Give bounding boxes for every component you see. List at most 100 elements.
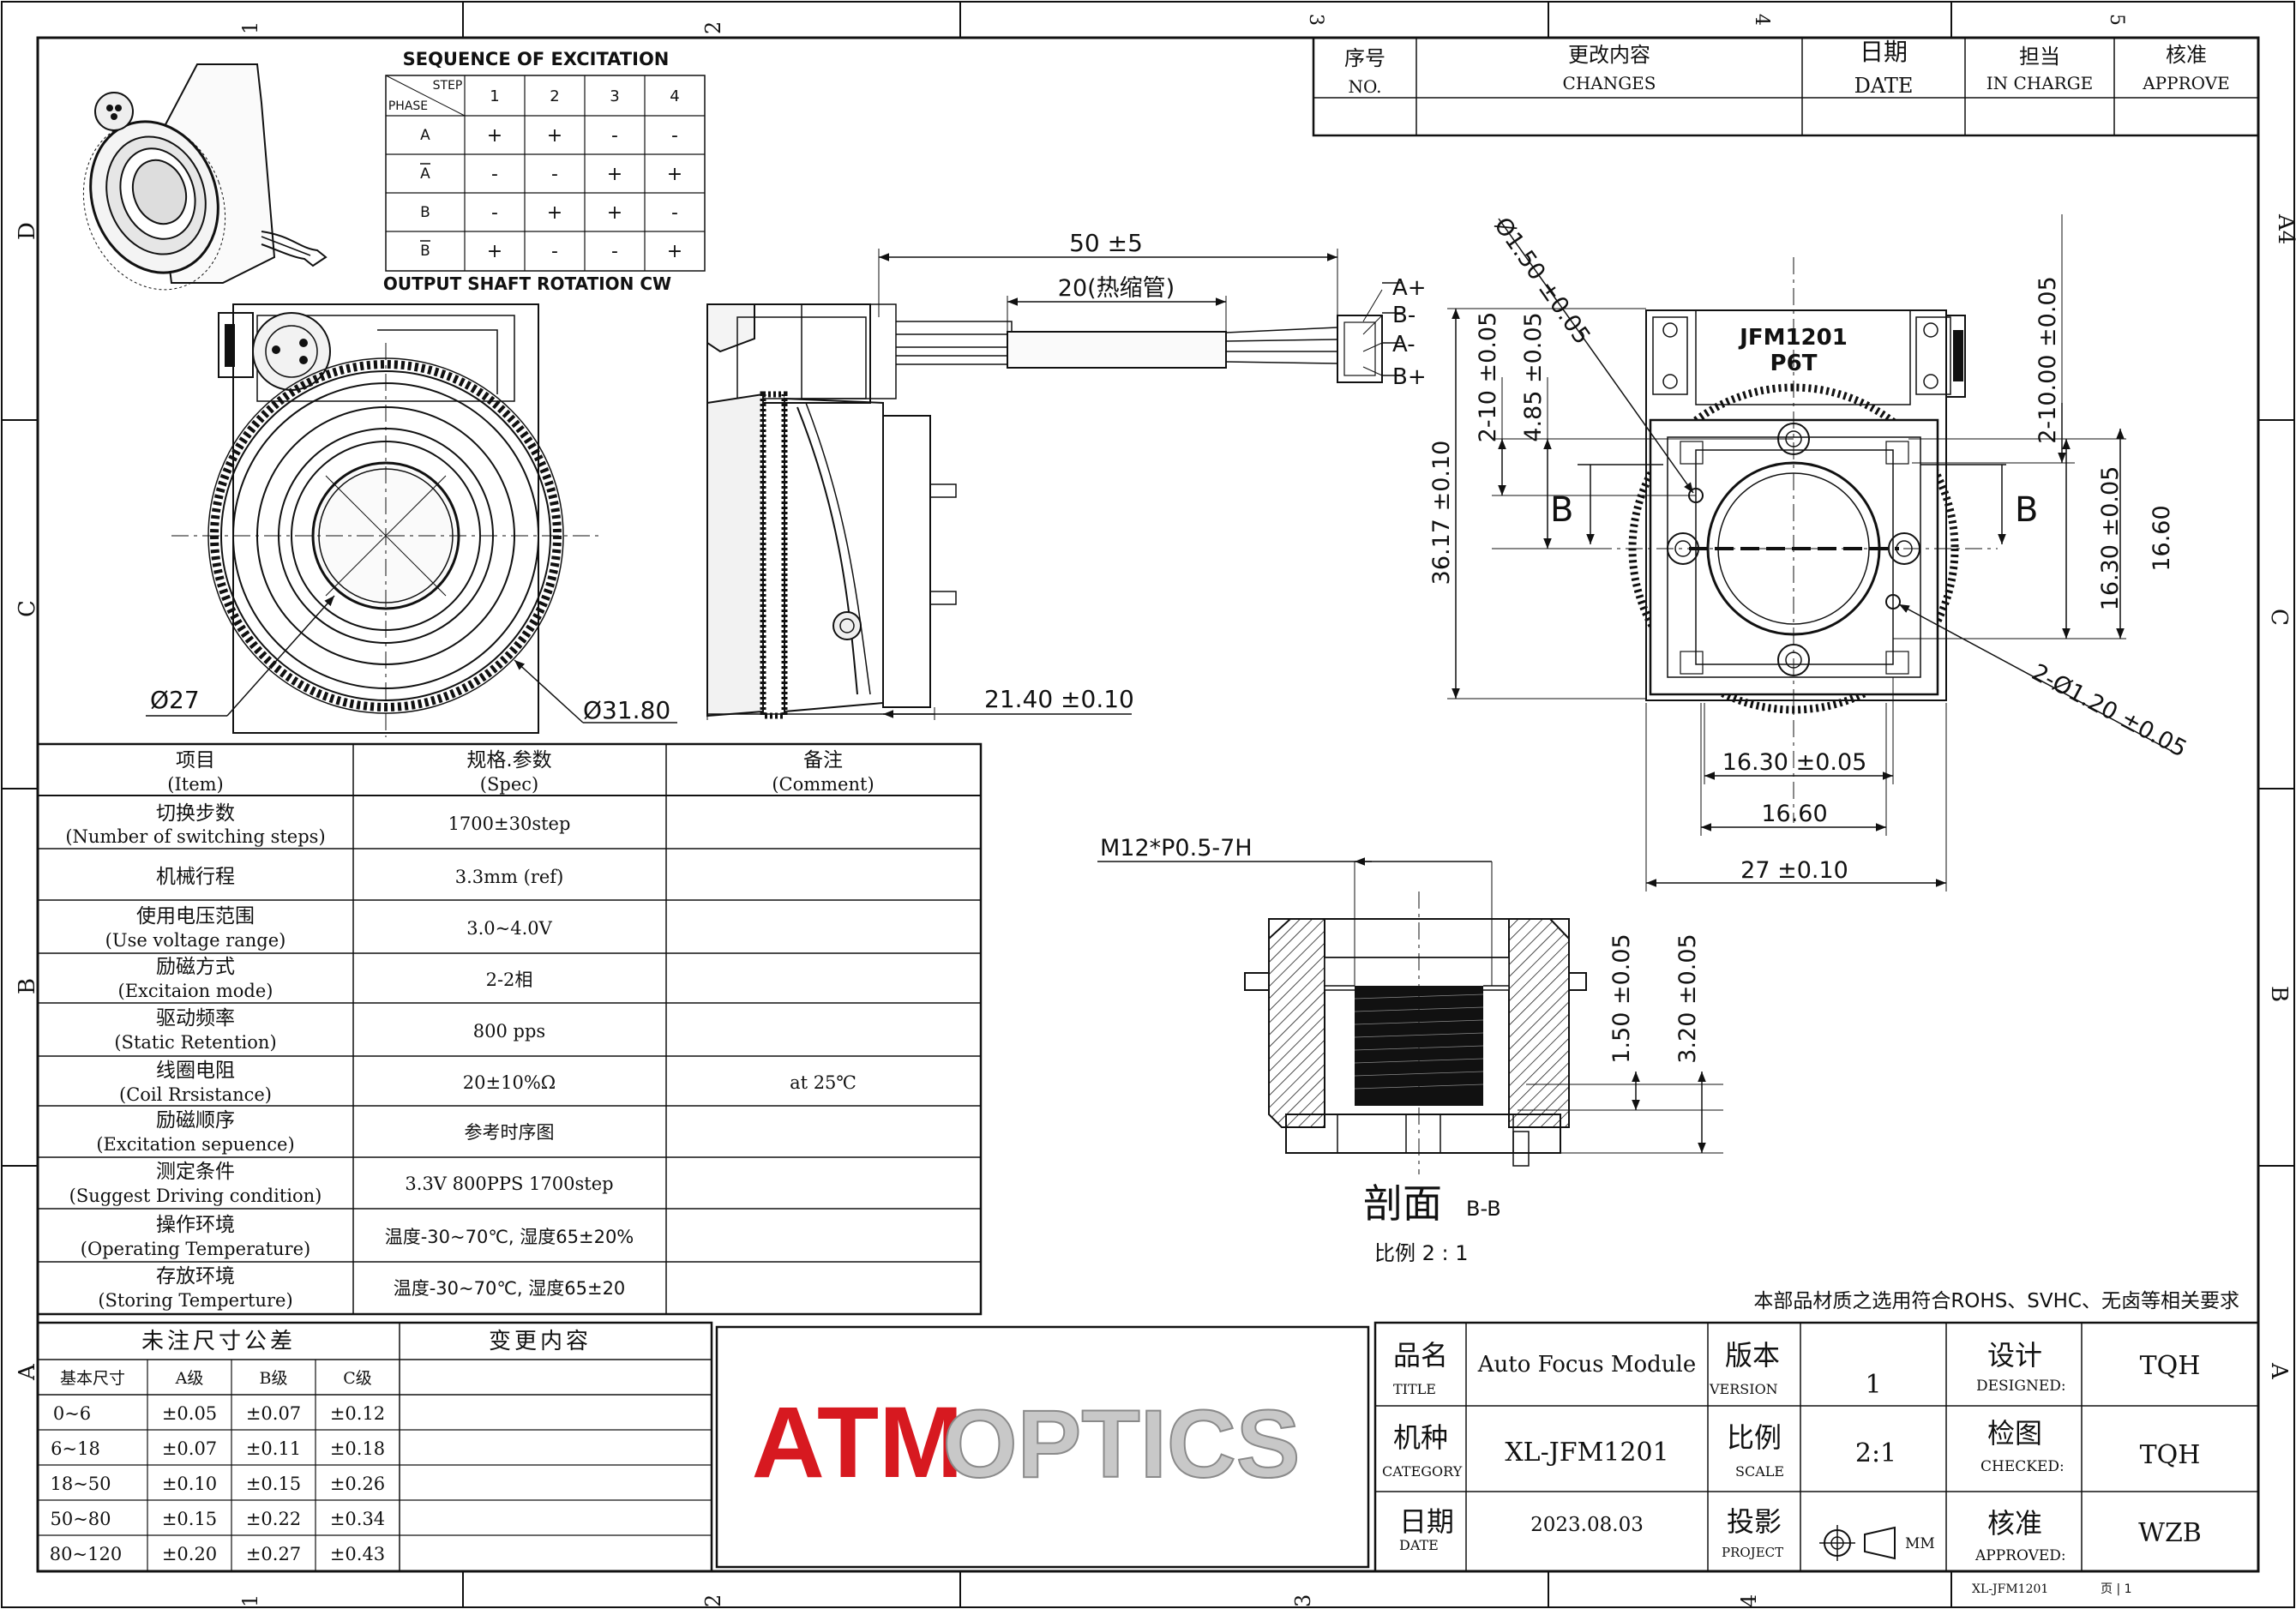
phase-a: A xyxy=(420,127,430,144)
col-mark-4-bottom: 4 xyxy=(1737,1594,1761,1607)
dim-len50: 50 ±5 xyxy=(1069,229,1143,257)
tol-cell: ±0.18 xyxy=(330,1438,385,1459)
tb-footer-code: XL-JFM1201 xyxy=(1972,1582,2048,1596)
tol-cell: ±0.07 xyxy=(246,1403,301,1424)
spec-row-value: 2-2相 xyxy=(486,970,533,990)
excitation-table: SEQUENCE OF EXCITATION STEP PHASE 1 2 3 … xyxy=(383,49,706,294)
spec-row-value: 3.0~4.0V xyxy=(466,918,552,939)
pin-b-plus: B+ xyxy=(1392,364,1427,390)
tol-cell: ±0.10 xyxy=(162,1474,217,1494)
row-mark-c-right: C xyxy=(2266,609,2292,626)
spec-row-item: 存放环境 xyxy=(156,1265,235,1288)
corner-step: STEP xyxy=(433,79,463,93)
spec-row-item: 使用电压范围 xyxy=(136,905,255,928)
row-mark-a: A xyxy=(15,1363,40,1381)
step-3: 3 xyxy=(610,87,619,105)
section-title: 剖面 xyxy=(1363,1180,1442,1227)
spec-header-comment: 备注 xyxy=(803,749,843,771)
tol-cell: ±0.34 xyxy=(330,1509,385,1529)
tb-checked-zh: 检图 xyxy=(1987,1417,2042,1450)
tb-date-value: 2023.08.03 xyxy=(1530,1514,1644,1536)
col-mark-5: 5 xyxy=(2106,14,2127,26)
rev-header-date-en: DATE xyxy=(1854,74,1914,98)
seq-cell: - xyxy=(611,241,618,262)
spec-row-item-en: (Storing Temperture) xyxy=(98,1290,292,1311)
tol-header-b: B级 xyxy=(260,1369,288,1388)
logo-optics: OPTICS xyxy=(943,1390,1301,1498)
seq-cell: - xyxy=(491,164,498,185)
seq-cell: + xyxy=(667,241,682,262)
tb-version-value: 1 xyxy=(1865,1370,1881,1400)
row-mark-c: C xyxy=(15,600,40,617)
tb-approved-en: APPROVED: xyxy=(1974,1547,2066,1564)
changes-title: 变更内容 xyxy=(489,1329,592,1354)
tb-date-en: DATE xyxy=(1399,1537,1439,1553)
tolerance-title: 未注尺寸公差 xyxy=(141,1329,296,1354)
spec-row-item-en: (Operating Temperature) xyxy=(81,1239,310,1259)
tol-cell: 0~6 xyxy=(53,1403,91,1424)
tb-designed-value: TQH xyxy=(2140,1351,2201,1381)
tol-cell: ±0.05 xyxy=(162,1403,217,1424)
spec-row-value: 温度-30~70℃, 湿度65±20 xyxy=(394,1278,626,1299)
isometric-product-view xyxy=(82,63,328,291)
excitation-title: SEQUENCE OF EXCITATION xyxy=(403,49,670,69)
rev-header-charge: 担当 xyxy=(2019,45,2060,69)
phase-b: B xyxy=(420,204,430,221)
tol-cell: ±0.12 xyxy=(330,1403,385,1424)
tb-checked-en: CHECKED: xyxy=(1980,1458,2065,1475)
tb-category-en: CATEGORY xyxy=(1382,1463,1463,1480)
tol-cell: 50~80 xyxy=(50,1509,111,1529)
tolerance-table: 未注尺寸公差 变更内容 基本尺寸 A级 B级 C级 0~6 ±0.05 ±0.0… xyxy=(36,1321,713,1573)
dim-v3617: 36.17 ±0.10 xyxy=(1428,441,1455,585)
tb-scale-en: SCALE xyxy=(1735,1463,1784,1480)
title-block: 本部品材质之选用符合ROHS、SVHC、无卤等相关要求 品名 TITLE Aut… xyxy=(1373,1290,2260,1596)
seq-cell: - xyxy=(671,202,678,224)
dim-v1000: 2-10.00 ±0.05 xyxy=(2035,276,2061,444)
pin-b-minus: B- xyxy=(1392,303,1415,328)
spec-row-item-en: (Use voltage range) xyxy=(105,930,286,951)
col-mark-1-bottom: 1 xyxy=(238,1594,262,1607)
row-mark-a-right: A xyxy=(2266,1362,2292,1380)
spec-header-item-en: (Item) xyxy=(167,774,223,795)
spec-table: 项目 (Item) 规格.参数 (Spec) 备注 (Comment) 切换步数… xyxy=(36,742,983,1316)
tb-project-unit: MM xyxy=(1905,1535,1935,1552)
step-4: 4 xyxy=(670,87,679,105)
section-v320: 3.20 ±0.05 xyxy=(1674,934,1701,1063)
tol-cell: 6~18 xyxy=(51,1438,100,1459)
rev-header-charge-en: IN CHARGE xyxy=(1986,73,2094,93)
seq-cell: + xyxy=(607,164,622,185)
spec-row-item-en: (Suggest Driving condition) xyxy=(69,1186,322,1206)
tol-cell: ±0.20 xyxy=(162,1544,217,1564)
seq-cell: - xyxy=(491,202,498,224)
tol-header-a: A级 xyxy=(175,1369,204,1388)
revision-table: 序号 NO. 更改内容 CHANGES 日期 DATE 担当 IN CHARGE… xyxy=(1312,36,2260,137)
spec-row-item-en: (Static Retention) xyxy=(114,1032,276,1053)
tb-title-en: TITLE xyxy=(1393,1381,1436,1397)
dim-heat: 20(热缩管) xyxy=(1058,275,1175,302)
part-marking-1: JFM1201 xyxy=(1738,325,1848,351)
spec-row-item: 测定条件 xyxy=(156,1161,235,1183)
tb-version-en: VERSION xyxy=(1709,1381,1778,1397)
section-mark-b-left: B xyxy=(1550,490,1573,530)
spec-row-value: 1700±30step xyxy=(448,814,571,834)
col-mark-1: 1 xyxy=(238,21,262,34)
spec-row-item-en: (Excitaion mode) xyxy=(118,981,273,1001)
spec-row-value: 温度-30~70℃, 湿度65±20% xyxy=(385,1227,634,1247)
col-mark-2: 2 xyxy=(701,21,725,34)
excitation-footer: OUTPUT SHAFT ROTATION CW xyxy=(383,273,671,294)
projection-symbol-icon xyxy=(1819,1525,1896,1561)
dim-d31: Ø31.80 xyxy=(583,696,670,724)
tb-checked-value: TQH xyxy=(2140,1440,2201,1470)
dim-d27: Ø27 xyxy=(150,686,200,714)
dim-d120: 2-Ø1.20 ±0.05 xyxy=(2028,659,2191,763)
section-thread: M12*P0.5-7H xyxy=(1100,835,1253,862)
spec-header-spec-en: (Spec) xyxy=(480,774,538,795)
seq-cell: + xyxy=(547,125,562,147)
seq-cell: + xyxy=(607,202,622,224)
row-mark-b-right: B xyxy=(2266,986,2292,1002)
tol-cell: 18~50 xyxy=(50,1474,111,1494)
seq-cell: - xyxy=(551,164,558,185)
section-sub: B-B xyxy=(1466,1197,1501,1221)
tb-approved-zh: 核准 xyxy=(1987,1507,2042,1540)
tb-page: 页 | 1 xyxy=(2101,1582,2132,1596)
